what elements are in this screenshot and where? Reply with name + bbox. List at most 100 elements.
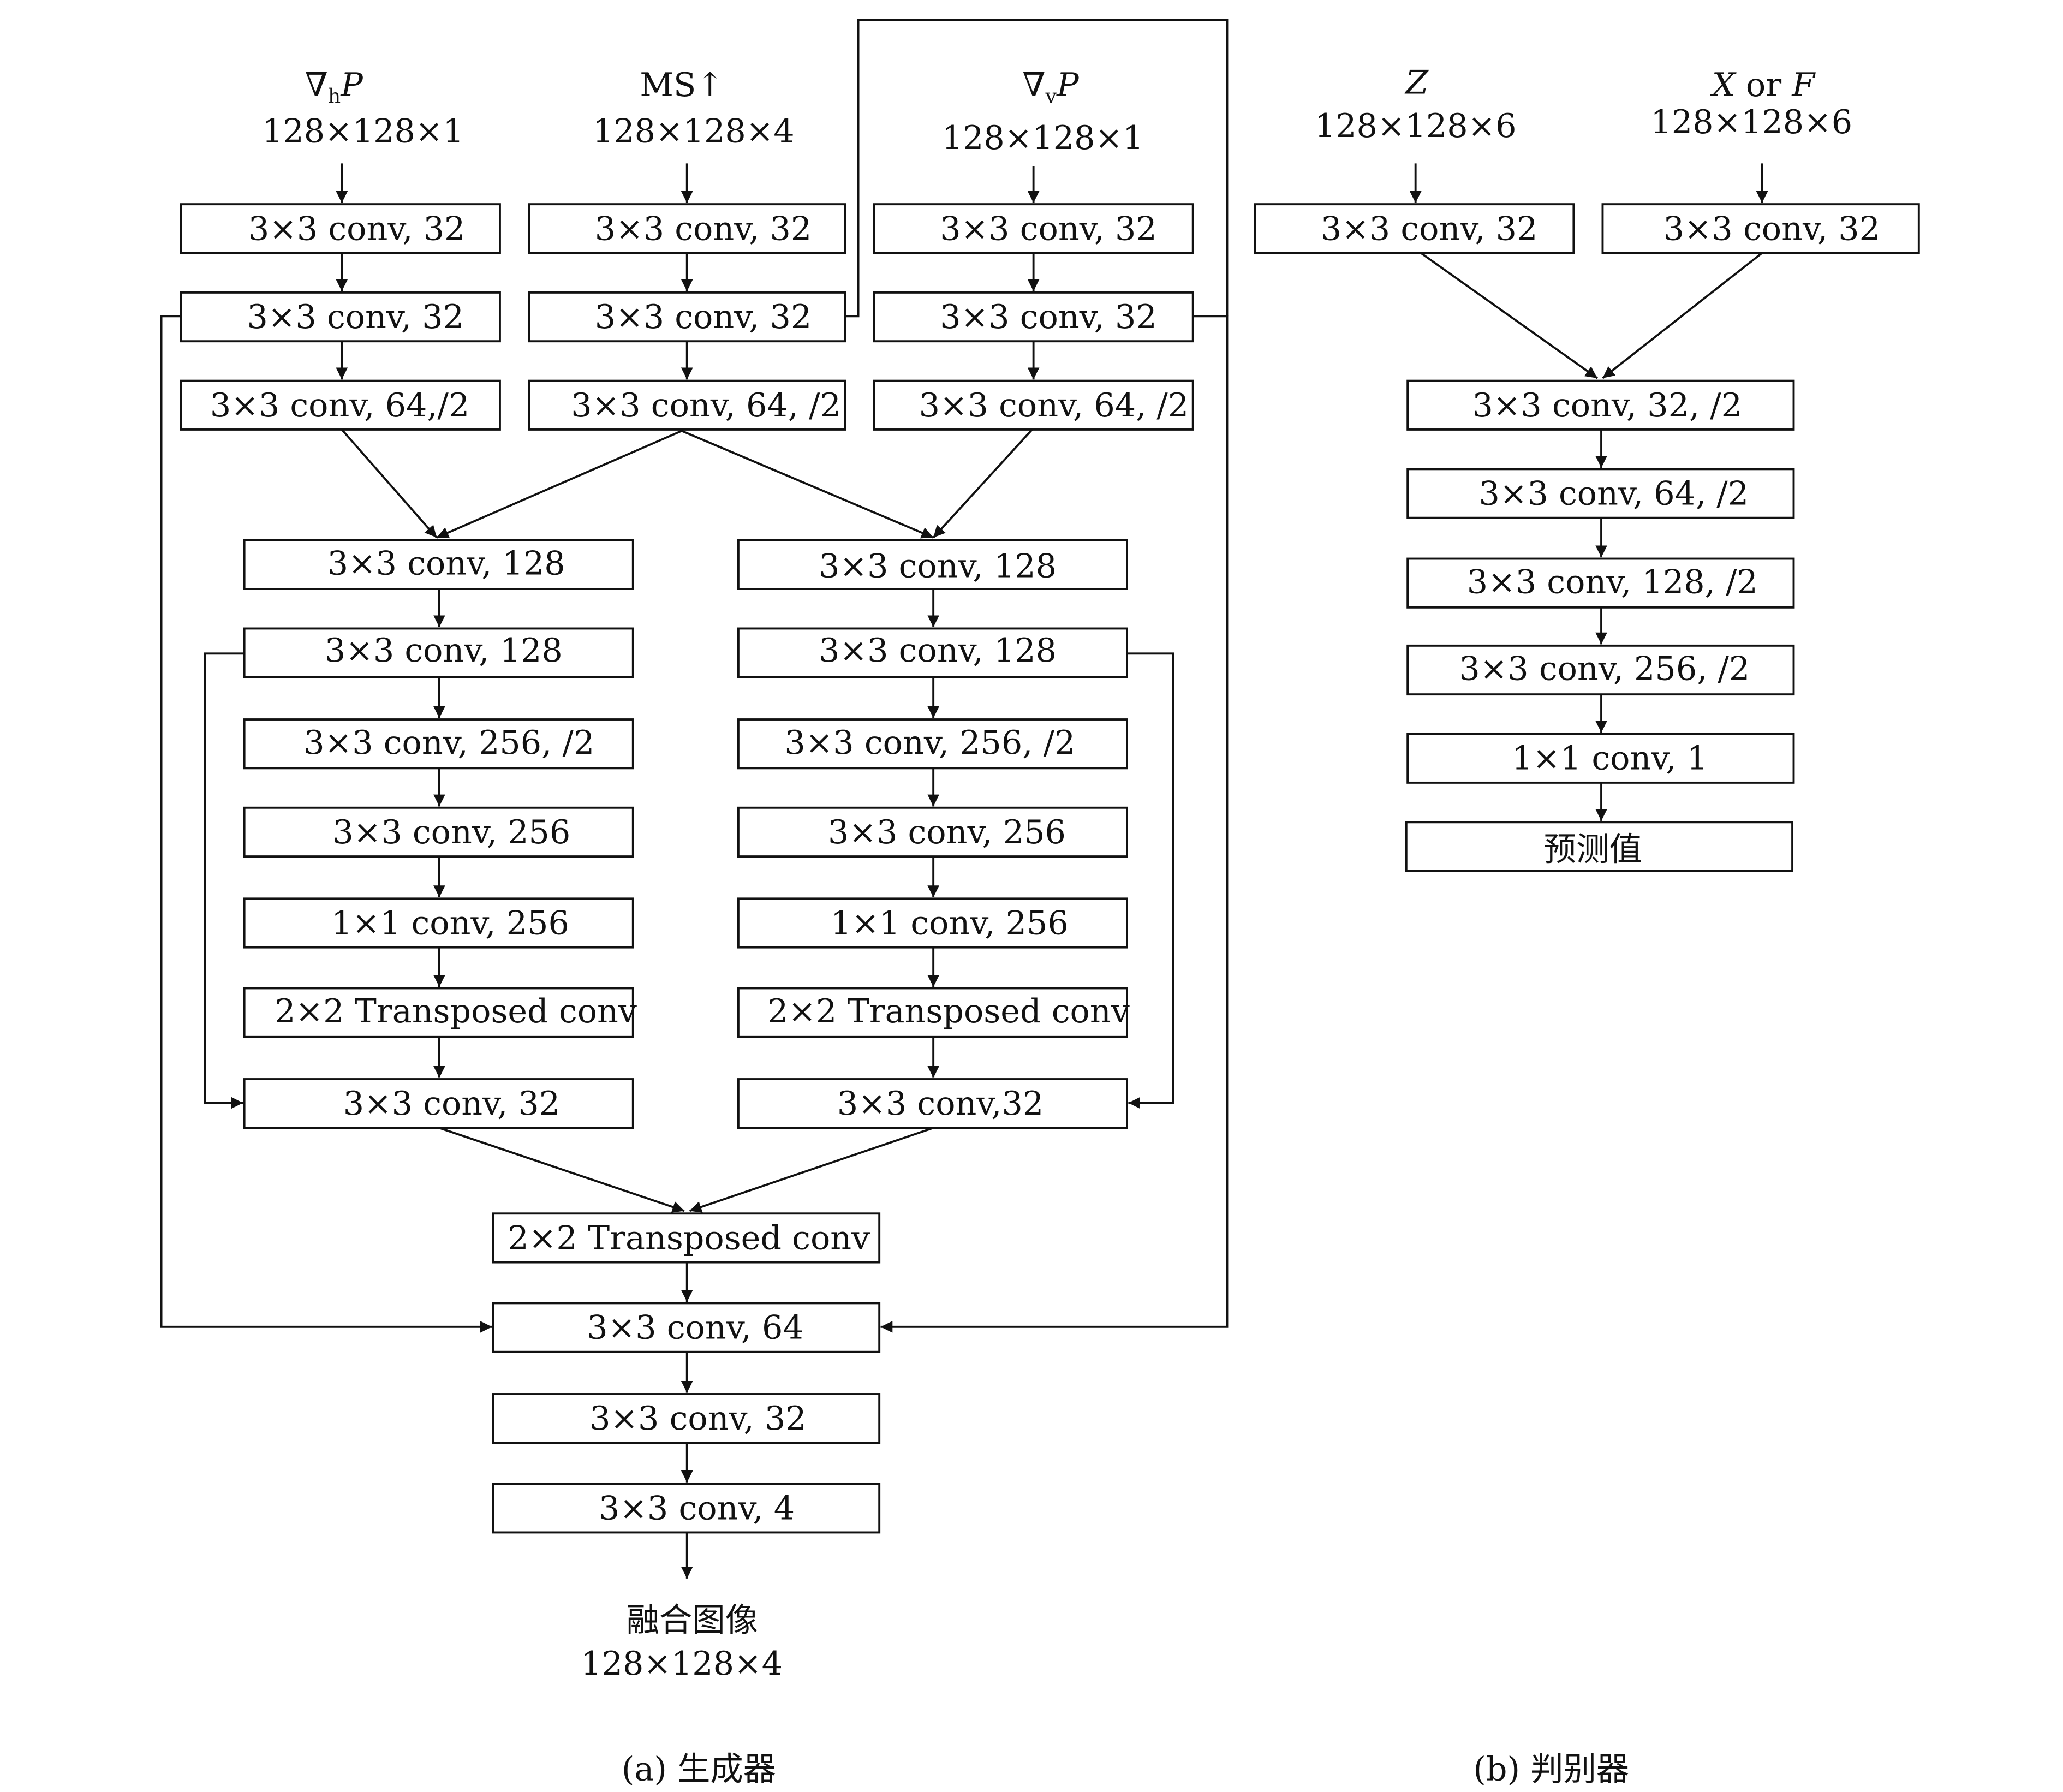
block-left-conv-128-a: 3×3 conv, 128: [243, 539, 634, 590]
discriminator-input-z: Z 128×128×6: [1315, 63, 1517, 145]
arrow-disc-xf-merge: [1602, 252, 1763, 379]
svg-text:1×1 conv, 1: 1×1 conv, 1: [1512, 740, 1708, 778]
ms-up-size: 128×128×4: [593, 112, 795, 151]
block-disc-1x1-conv-1: 1×1 conv, 1: [1406, 733, 1795, 784]
middle-right-column: 3×3 conv, 128 3×3 conv, 128 3×3 conv, 25…: [737, 539, 1130, 1129]
svg-text:3×3 conv, 32: 3×3 conv, 32: [940, 210, 1156, 248]
block-left-conv-256-down: 3×3 conv, 256, /2: [243, 718, 634, 770]
branch-grad-h: 3×3 conv, 32 3×3 conv, 32 3×3 conv, 64,/…: [180, 203, 501, 431]
block-fusion-conv-32: 3×3 conv, 32: [492, 1393, 881, 1444]
block-grad-v-conv-1: 3×3 conv, 32: [873, 203, 1194, 254]
arrow-disc-z-merge: [1420, 252, 1598, 379]
skip-ms-loop: [845, 19, 1229, 318]
block-grad-h-conv-3: 3×3 conv, 64,/2: [180, 379, 501, 431]
skip-grad-h-to-fusion: [160, 315, 492, 1333]
x-variable: X: [1710, 66, 1737, 104]
svg-text:1×1 conv, 256: 1×1 conv, 256: [831, 904, 1069, 943]
generator-output: 融合图像 128×128×4: [581, 1601, 783, 1683]
xf-size: 128×128×6: [1650, 103, 1852, 141]
block-grad-h-conv-1: 3×3 conv, 32: [180, 203, 501, 254]
discriminator-input-xf: X or F 128×128×6: [1650, 66, 1852, 141]
svg-text:3×3 conv, 32: 3×3 conv, 32: [1663, 210, 1880, 248]
svg-text:3×3 conv, 32: 3×3 conv, 32: [1321, 210, 1538, 248]
block-right-1x1-conv-256: 1×1 conv, 256: [737, 897, 1128, 949]
grad-h-subscript: h: [328, 84, 341, 108]
block-right-conv-32: 3×3 conv,32: [737, 1078, 1128, 1129]
block-disc-conv-256-down: 3×3 conv, 256, /2: [1406, 644, 1795, 696]
svg-text:3×3 conv, 64,/2: 3×3 conv, 64,/2: [210, 386, 469, 425]
ms-up-label: MS↑: [640, 66, 724, 104]
grad-v-variable: P: [1056, 66, 1080, 104]
svg-text:3×3 conv, 256, /2: 3×3 conv, 256, /2: [303, 724, 594, 762]
skip-grad-v-to-fusion: [880, 315, 1229, 1333]
grad-v-symbol: ∇: [1022, 66, 1045, 104]
block-grad-v-conv-2: 3×3 conv, 32: [873, 291, 1194, 343]
svg-text:3×3 conv, 64, /2: 3×3 conv, 64, /2: [919, 386, 1189, 425]
svg-text:3×3 conv, 128, /2: 3×3 conv, 128, /2: [1467, 563, 1758, 601]
block-disc-prediction: 预测值: [1405, 821, 1793, 872]
block-disc-z-conv-32: 3×3 conv, 32: [1254, 203, 1575, 254]
arrow-ms-to-left: [436, 430, 682, 539]
svg-text:3×3 conv, 256, /2: 3×3 conv, 256, /2: [784, 724, 1075, 762]
block-left-conv-32: 3×3 conv, 32: [243, 1078, 634, 1129]
svg-text:3×3 conv, 128: 3×3 conv, 128: [819, 547, 1057, 585]
z-size: 128×128×6: [1315, 107, 1517, 145]
block-ms-conv-1: 3×3 conv, 32: [528, 203, 846, 254]
grad-h-size: 128×128×1: [262, 112, 464, 151]
block-ms-conv-2: 3×3 conv, 32: [528, 291, 846, 343]
grad-h-variable: P: [340, 66, 363, 104]
svg-text:3×3 conv, 4: 3×3 conv, 4: [599, 1489, 795, 1527]
svg-text:3×3 conv, 32: 3×3 conv, 32: [940, 298, 1156, 336]
svg-text:3×3 conv, 256: 3×3 conv, 256: [332, 813, 570, 852]
block-left-1x1-conv-256: 1×1 conv, 256: [243, 897, 634, 949]
svg-text:∇hP: ∇hP: [305, 66, 363, 108]
or-word: or: [1736, 66, 1792, 104]
svg-text:3×3 conv, 32: 3×3 conv, 32: [595, 298, 812, 336]
z-variable: Z: [1404, 63, 1429, 102]
block-left-conv-256: 3×3 conv, 256: [243, 806, 634, 858]
block-disc-conv-128-down: 3×3 conv, 128, /2: [1406, 557, 1795, 609]
block-right-conv-128-b: 3×3 conv, 128: [737, 627, 1128, 678]
arrow-ms-to-right: [681, 430, 934, 539]
arrow-grad-h-to-left: [341, 428, 438, 539]
arrow-right-to-fusion: [689, 1127, 934, 1213]
svg-text:3×3 conv, 128: 3×3 conv, 128: [819, 632, 1057, 670]
branch-ms: 3×3 conv, 32 3×3 conv, 32 3×3 conv, 64, …: [528, 203, 846, 431]
arrow-grad-v-to-right: [932, 428, 1033, 539]
discriminator-caption: (b) 判别器: [1473, 1750, 1629, 1788]
block-right-conv-128-a: 3×3 conv, 128: [737, 539, 1128, 590]
block-grad-h-conv-2: 3×3 conv, 32: [180, 291, 501, 343]
generator-edges: [160, 19, 1229, 1579]
input-grad-h: ∇hP 128×128×1: [262, 66, 464, 150]
grad-v-subscript: v: [1045, 84, 1057, 108]
svg-text:3×3 conv,32: 3×3 conv,32: [837, 1085, 1044, 1123]
input-ms-up: MS↑ 128×128×4: [593, 66, 795, 150]
arrow-left-to-fusion: [439, 1127, 685, 1213]
svg-text:3×3 conv, 32: 3×3 conv, 32: [247, 298, 464, 336]
branch-grad-v: 3×3 conv, 32 3×3 conv, 32 3×3 conv, 64, …: [873, 203, 1194, 431]
svg-text:3×3 conv, 128: 3×3 conv, 128: [325, 632, 563, 670]
f-variable: F: [1791, 66, 1816, 104]
skip-left-128-to-32: [204, 652, 245, 1109]
input-grad-v: ∇vP 128×128×1: [942, 66, 1144, 157]
block-disc-conv-64-down: 3×3 conv, 64, /2: [1406, 468, 1795, 519]
grad-v-size: 128×128×1: [942, 119, 1144, 157]
block-fusion-conv-64: 3×3 conv, 64: [492, 1302, 881, 1353]
block-left-transposed-conv: 2×2 Transposed conv: [243, 987, 637, 1038]
svg-text:3×3 conv, 32: 3×3 conv, 32: [595, 210, 812, 248]
block-right-transposed-conv: 2×2 Transposed conv: [737, 987, 1130, 1038]
grad-h-symbol: ∇: [305, 66, 328, 104]
middle-left-column: 3×3 conv, 128 3×3 conv, 128 3×3 conv, 25…: [243, 539, 637, 1129]
svg-text:3×3 conv, 32: 3×3 conv, 32: [343, 1085, 561, 1123]
block-fusion-transposed-conv: 2×2 Transposed conv: [492, 1212, 881, 1264]
svg-text:预测值: 预测值: [1543, 830, 1642, 868]
fusion-trunk: 2×2 Transposed conv 3×3 conv, 64 3×3 con…: [492, 1212, 881, 1534]
svg-text:3×3 conv, 256: 3×3 conv, 256: [828, 813, 1066, 852]
discriminator-trunk: 3×3 conv, 32, /2 3×3 conv, 64, /2 3×3 co…: [1405, 379, 1795, 872]
block-fusion-conv-4: 3×3 conv, 4: [492, 1483, 881, 1534]
discriminator-edges: [1409, 163, 1768, 821]
svg-text:3×3 conv, 64, /2: 3×3 conv, 64, /2: [1479, 475, 1749, 513]
svg-text:3×3 conv, 128: 3×3 conv, 128: [327, 544, 565, 582]
svg-text:∇vP: ∇vP: [1022, 66, 1080, 108]
